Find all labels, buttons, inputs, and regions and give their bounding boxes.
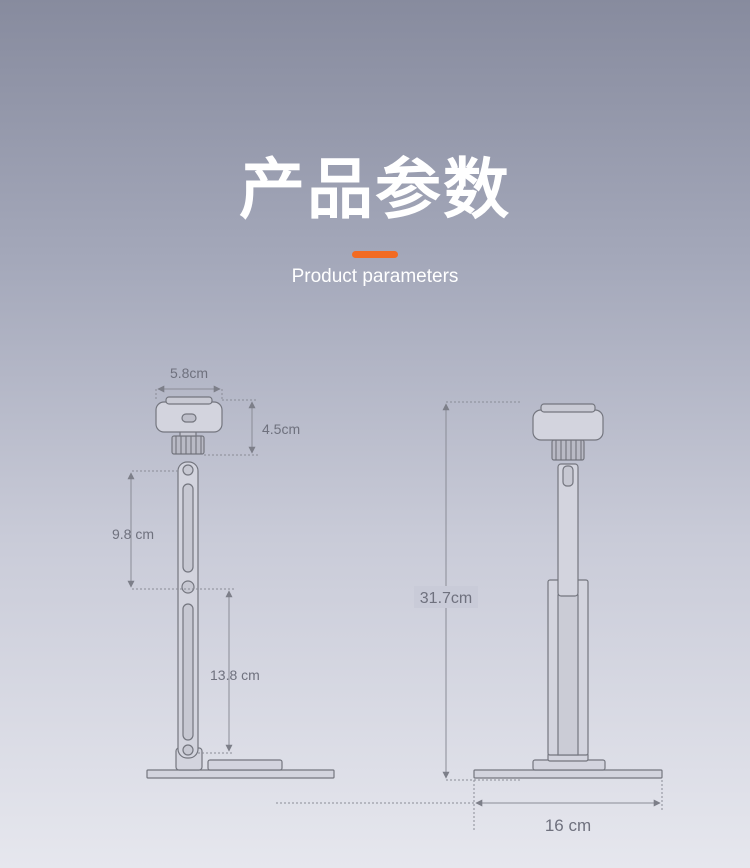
stand-head-right xyxy=(532,409,604,441)
stand-front-view xyxy=(473,403,663,779)
dim-head-height: 4.5cm xyxy=(262,421,300,437)
stand-base-right xyxy=(473,769,663,779)
dim-lower-arm: 13.8 cm xyxy=(210,667,260,683)
page-subtitle: Product parameters xyxy=(291,266,459,287)
stand-base-left xyxy=(146,769,335,779)
dim-total-height: 31.7cm xyxy=(420,590,472,607)
dim-upper-arm: 9.8 cm xyxy=(112,526,154,542)
left-dimension-lines xyxy=(127,385,258,754)
dim-base-width: 16 cm xyxy=(545,816,591,835)
accent-bar xyxy=(352,251,398,258)
stand-arm-right xyxy=(557,463,579,597)
page-title: 产品参数 xyxy=(239,151,511,228)
dim-head-width: 5.8cm xyxy=(170,365,208,381)
stand-side-view xyxy=(146,396,335,779)
